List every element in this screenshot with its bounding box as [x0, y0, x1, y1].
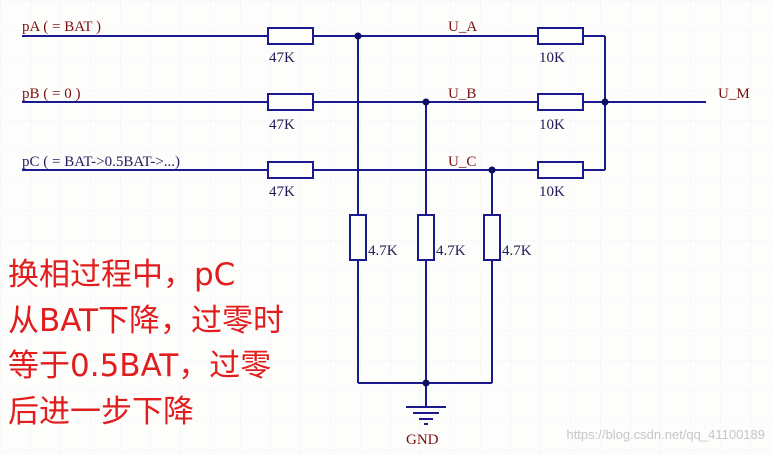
ground-symbol [406, 406, 446, 425]
value-4k7-c: 4.7K [502, 243, 532, 259]
resistor-4k7-b [417, 214, 435, 261]
input-label-pc: pC ( = BAT->0.5BAT->...) [22, 154, 180, 170]
junction-um [601, 98, 609, 106]
ground-label: GND [406, 432, 439, 448]
resistor-4k7-a [349, 214, 367, 261]
value-47k-c: 47K [269, 184, 295, 200]
resistor-4k7-c [483, 214, 501, 261]
input-label-pb: pB ( = 0 ) [22, 86, 80, 102]
series-resistors [267, 27, 584, 261]
resistor-47k-a [267, 27, 314, 45]
value-4k7-b: 4.7K [436, 243, 466, 259]
value-10k-b: 10K [539, 117, 565, 133]
value-10k-a: 10K [539, 50, 565, 66]
annotation-line-1: 换相过程中，pC [8, 257, 236, 293]
watermark: https://blog.csdn.net/qq_41100189 [566, 427, 765, 442]
annotation-line-2: 从BAT下降，过零时 [8, 302, 285, 339]
resistor-47k-c [267, 161, 314, 179]
resistor-10k-b [537, 93, 584, 111]
resistor-47k-b [267, 93, 314, 111]
value-4k7-a: 4.7K [368, 243, 398, 259]
node-label-ub: U_B [448, 86, 476, 102]
junction-ub [422, 98, 430, 106]
value-47k-a: 47K [269, 50, 295, 66]
junction-ua [354, 32, 362, 40]
junction-ground [422, 379, 430, 387]
value-47k-b: 47K [269, 117, 295, 133]
node-label-ua: U_A [448, 19, 477, 35]
resistor-10k-a [537, 27, 584, 45]
annotation-text: 换相过程中，pC 从BAT下降，过零时 等于0.5BAT，过零 后进一步下降 [8, 253, 348, 435]
value-10k-c: 10K [539, 184, 565, 200]
resistor-10k-c [537, 161, 584, 179]
node-label-uc: U_C [448, 154, 476, 170]
junctions [354, 32, 609, 387]
junction-uc [488, 166, 496, 174]
output-label-um: U_M [718, 86, 750, 102]
annotation-line-4: 后进一步下降 [8, 393, 194, 430]
annotation-line-3: 等于0.5BAT，过零 [8, 348, 272, 384]
input-label-pa: pA ( = BAT ) [22, 19, 101, 35]
